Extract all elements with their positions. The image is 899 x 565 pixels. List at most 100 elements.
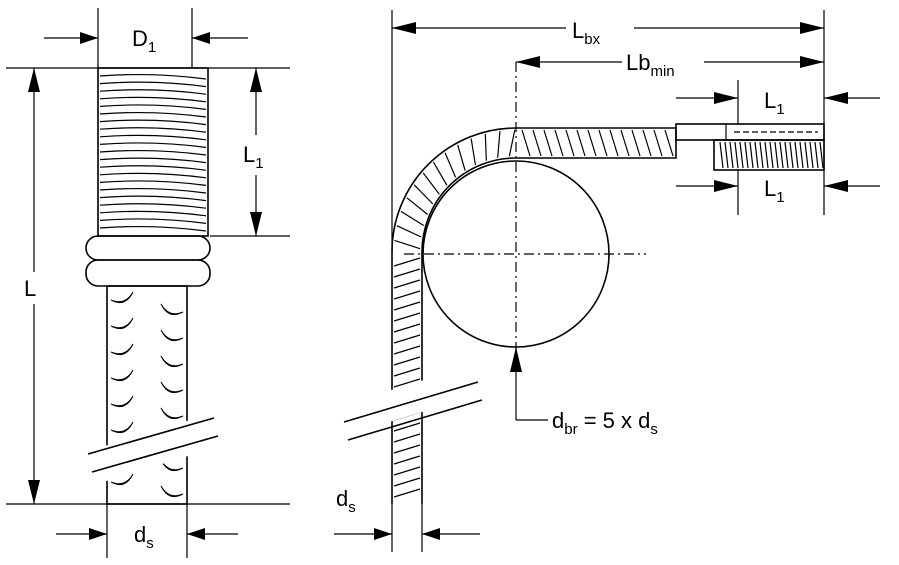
coupler-ring-top bbox=[85, 235, 211, 261]
rib-mark bbox=[393, 334, 421, 344]
rib-mark bbox=[393, 290, 421, 300]
thread-line bbox=[729, 141, 734, 169]
rib-mark bbox=[609, 129, 619, 157]
rib-mark bbox=[393, 455, 421, 465]
thread-line bbox=[99, 119, 207, 126]
rib-mark bbox=[393, 367, 421, 377]
thread-line bbox=[99, 225, 207, 232]
bent-rebar-body bbox=[391, 127, 677, 504]
break-line-2 bbox=[91, 435, 219, 473]
rib-mark bbox=[393, 279, 421, 289]
rib-mark bbox=[400, 210, 425, 227]
thread-line bbox=[739, 141, 744, 169]
thread-line bbox=[749, 141, 754, 169]
rib-mark bbox=[422, 172, 440, 195]
rib-mark bbox=[532, 129, 542, 157]
rib-mark bbox=[160, 407, 184, 420]
rib-mark bbox=[393, 257, 421, 267]
bent-rebar-ribs bbox=[393, 129, 674, 498]
thread-line bbox=[799, 141, 804, 169]
rib-mark bbox=[110, 473, 134, 486]
thread-line bbox=[99, 149, 207, 156]
thread-line bbox=[99, 180, 207, 186]
threaded-section bbox=[97, 67, 209, 237]
ds-left-label: ds bbox=[134, 522, 154, 552]
thread-line bbox=[724, 141, 729, 169]
rib-mark bbox=[160, 355, 184, 368]
lbmin-label: Lbmin bbox=[626, 50, 675, 80]
rib-mark bbox=[598, 129, 608, 157]
bent-bar-figure bbox=[343, 62, 825, 504]
rib-mark bbox=[508, 129, 516, 157]
thread-line bbox=[719, 141, 724, 169]
lbx-dimension: Lbx bbox=[391, 10, 825, 252]
l-label: L bbox=[24, 276, 36, 301]
thread-line bbox=[814, 141, 819, 169]
l1-left-dimension: L1 bbox=[6, 67, 290, 237]
break-line-3 bbox=[343, 381, 479, 423]
ds-left-dimension: ds bbox=[56, 504, 238, 558]
thread-line bbox=[784, 141, 789, 169]
break-line-1 bbox=[87, 417, 215, 455]
rib-mark bbox=[393, 433, 421, 443]
rib-mark bbox=[393, 356, 421, 366]
rib-mark bbox=[543, 129, 553, 157]
rib-mark bbox=[393, 488, 421, 498]
thread-line bbox=[99, 157, 207, 164]
rib-mark bbox=[620, 129, 630, 157]
ds-right-label: ds bbox=[336, 486, 356, 516]
rib-mark bbox=[653, 129, 663, 157]
rib-mark bbox=[470, 138, 477, 166]
rib-mark bbox=[396, 225, 422, 238]
rib-mark bbox=[160, 303, 184, 316]
thread-line bbox=[99, 165, 207, 171]
l1-left-label: L1 bbox=[243, 142, 264, 172]
thread-line bbox=[804, 141, 809, 169]
rib-mark bbox=[393, 301, 421, 311]
rib-mark bbox=[664, 129, 674, 157]
break-line-4 bbox=[347, 399, 483, 441]
thread-line bbox=[99, 172, 207, 179]
l1-top-right-label: L1 bbox=[764, 88, 785, 118]
rib-mark bbox=[393, 345, 421, 355]
rib-mark bbox=[110, 291, 134, 304]
rib-mark bbox=[576, 129, 586, 157]
rib-mark bbox=[393, 477, 421, 487]
rib-mark bbox=[642, 129, 652, 157]
d1-dimension: D1 bbox=[44, 8, 248, 68]
rib-mark bbox=[393, 268, 421, 278]
thread-line bbox=[789, 141, 794, 169]
thread-line bbox=[99, 210, 207, 217]
thread-line bbox=[99, 218, 207, 224]
d1-label: D1 bbox=[132, 26, 156, 56]
rib-mark bbox=[394, 239, 421, 250]
thread-line bbox=[769, 141, 774, 169]
threaded-end-lines bbox=[719, 141, 824, 169]
rib-mark bbox=[413, 184, 434, 205]
rib-mark bbox=[110, 421, 134, 434]
thread-line bbox=[99, 96, 207, 103]
thread-line bbox=[99, 111, 207, 118]
rib-mark bbox=[110, 395, 134, 408]
rib-mark bbox=[110, 343, 134, 356]
lbx-label: Lbx bbox=[572, 18, 601, 48]
rib-mark bbox=[393, 312, 421, 322]
thread-line bbox=[754, 141, 759, 169]
rib-mark bbox=[565, 129, 575, 157]
rib-mark bbox=[160, 485, 184, 498]
thread-line bbox=[99, 127, 207, 133]
rib-mark bbox=[497, 131, 501, 158]
rib-mark bbox=[393, 444, 421, 454]
thread-line bbox=[744, 141, 749, 169]
dbr-leader: dbr = 5 x ds bbox=[510, 347, 658, 438]
l1-bottom-right-label: L1 bbox=[764, 176, 785, 206]
thread-line bbox=[759, 141, 764, 169]
rib-mark bbox=[110, 317, 134, 330]
thread-lines bbox=[99, 73, 207, 232]
thread-line bbox=[819, 141, 824, 169]
lbmin-dimension: Lbmin bbox=[516, 46, 824, 80]
rib-mark bbox=[393, 323, 421, 333]
rib-mark bbox=[160, 329, 184, 342]
